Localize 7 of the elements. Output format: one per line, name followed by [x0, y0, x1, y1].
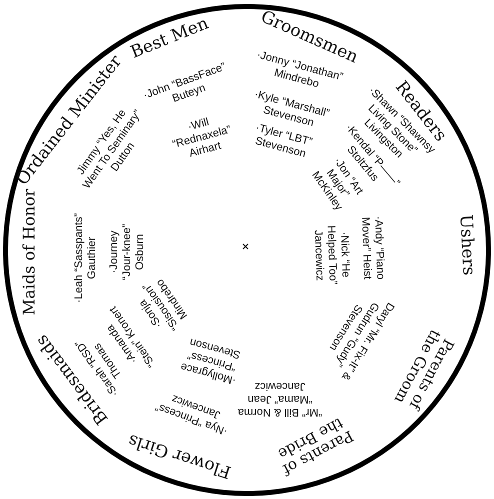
person-name: “Mr” Bill & Norma “Mama” Jean Jancewicz — [236, 378, 324, 418]
person-name: ·Nick “He Helped Too” Jancewicz — [310, 224, 352, 287]
section-heading: Best Men — [128, 15, 212, 63]
section-heading: Maids of Honor — [22, 188, 38, 316]
person-name: ·Leah “Sasspants” Gauthier — [72, 212, 99, 305]
section-heading: Ushers — [456, 214, 476, 276]
person-name: ·Andy “Piano Mover” Heist — [358, 214, 387, 282]
